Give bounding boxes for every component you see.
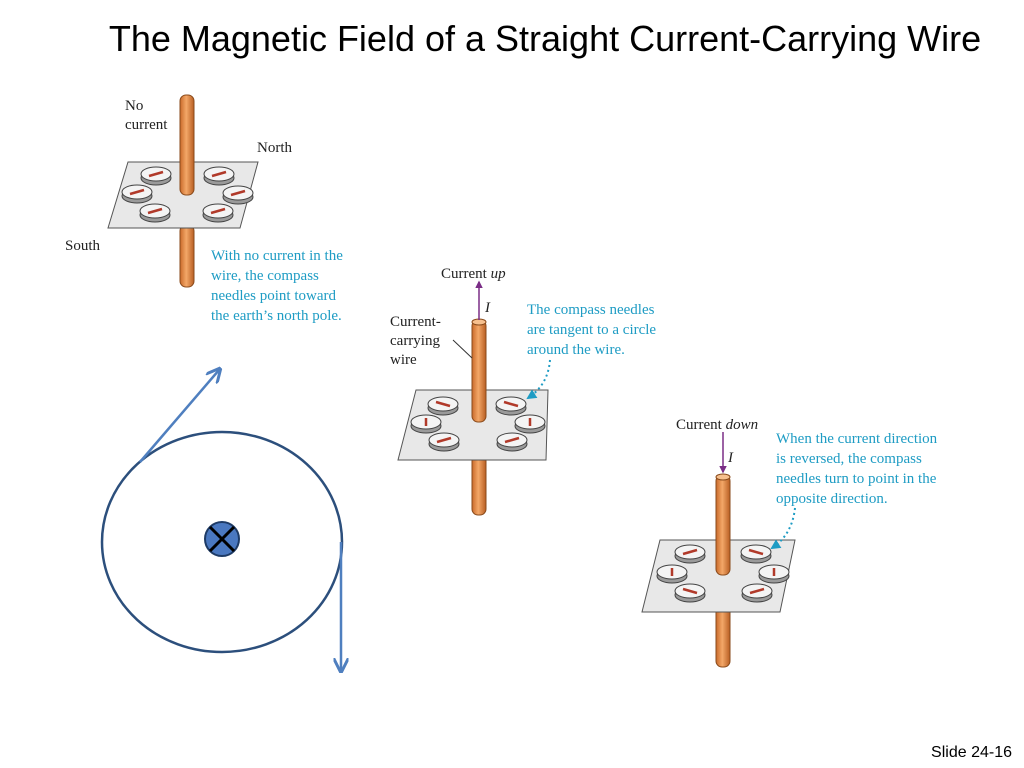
wire-bottom — [471, 454, 487, 516]
compass — [139, 203, 171, 223]
compass — [741, 583, 773, 603]
label-north: North — [257, 140, 292, 156]
compass — [203, 166, 235, 186]
caption-line: opposite direction. — [776, 491, 888, 507]
wire-top — [179, 94, 195, 196]
wire-top — [715, 474, 731, 576]
compass — [428, 432, 460, 452]
label-wire-line: carrying — [390, 333, 440, 349]
compass — [410, 414, 442, 434]
panel-no-current: No current North South With no current i… — [65, 94, 343, 324]
label-current-down: Current down — [676, 417, 758, 433]
caption-line: are tangent to a circle — [527, 322, 656, 338]
compass — [140, 166, 172, 186]
caption-line: around the wire. — [527, 342, 625, 358]
compass — [495, 396, 527, 416]
wire-into-page-icon — [204, 521, 240, 557]
compass — [656, 564, 688, 584]
wire-top — [471, 319, 487, 423]
compass — [740, 544, 772, 564]
caption-line: wire, the compass — [211, 268, 319, 284]
label-south: South — [65, 238, 101, 254]
label-no: No — [125, 98, 143, 114]
tangent-arrow-up — [139, 370, 219, 463]
caption-line: When the current direction — [776, 431, 938, 447]
caption-line: the earth’s north pole. — [211, 308, 342, 324]
caption-line: needles turn to point in the — [776, 471, 937, 487]
label-wire-line: wire — [390, 352, 417, 368]
label-current-up: Current up — [441, 266, 506, 282]
caption-line: With no current in the — [211, 248, 343, 264]
caption-pointer — [526, 359, 551, 400]
compass — [514, 414, 546, 434]
slide-title: The Magnetic Field of a Straight Current… — [108, 18, 982, 59]
panel-current-down: Current down I When the current directio… — [641, 417, 938, 668]
compass — [674, 544, 706, 564]
compass — [758, 564, 790, 584]
label-i: I — [484, 300, 491, 316]
compass — [427, 396, 459, 416]
caption-line: is reversed, the compass — [776, 451, 922, 467]
wire-bottom — [715, 604, 731, 668]
panel-current-up: Current up I Current- carrying wire The … — [390, 266, 656, 516]
wire-bottom — [179, 224, 195, 288]
label-i: I — [727, 450, 734, 466]
caption-line: needles point toward — [211, 288, 336, 304]
label-current: current — [125, 117, 168, 133]
compass — [496, 432, 528, 452]
label-wire-line: Current- — [390, 314, 441, 330]
compass — [674, 583, 706, 603]
field-circle-sketch — [100, 370, 342, 670]
compass — [121, 184, 153, 204]
wire-end — [715, 473, 731, 481]
slide-number: Slide 24-16 — [931, 744, 1012, 761]
compass — [222, 185, 254, 205]
caption-line: The compass needles — [527, 302, 655, 318]
compass — [202, 203, 234, 223]
wire-leader-line — [452, 339, 473, 359]
